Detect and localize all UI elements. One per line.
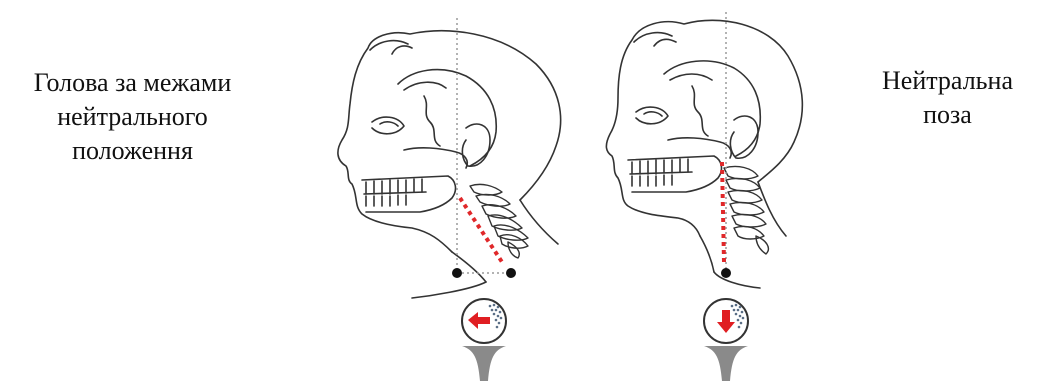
neck-back (520, 200, 558, 244)
sensor-stand (462, 346, 506, 381)
forward-head-figure (338, 31, 561, 298)
cheekbone (404, 148, 467, 168)
hair-tuft (634, 33, 676, 46)
neck-front (700, 236, 714, 272)
lower-teeth (632, 175, 672, 186)
axis-point (452, 268, 462, 278)
eye (644, 112, 662, 116)
skull-wavy-line (424, 96, 440, 146)
upper-teeth (630, 159, 692, 174)
skull-contour (664, 61, 760, 156)
eye-socket (636, 107, 668, 124)
cheekbone (668, 138, 731, 158)
eye-socket (372, 117, 404, 134)
neutral-head-figure (606, 20, 802, 288)
alignment-line (722, 162, 724, 262)
axis-point (506, 268, 516, 278)
head-outline (606, 20, 802, 236)
posture-sensor-forward (462, 299, 506, 381)
axis-point (721, 268, 731, 278)
sensor-stand (704, 346, 748, 381)
upper-teeth (364, 179, 426, 194)
skull-wavy-line (692, 86, 708, 136)
lower-teeth (366, 195, 406, 206)
skull-contour (398, 70, 496, 166)
head-outline (338, 31, 561, 252)
cervical-spine (470, 184, 528, 258)
shoulder-line (412, 282, 486, 298)
eye (380, 122, 398, 126)
shoulder-line (714, 272, 760, 288)
hair-tuft (370, 41, 412, 54)
posture-sensor-neutral (704, 299, 748, 381)
